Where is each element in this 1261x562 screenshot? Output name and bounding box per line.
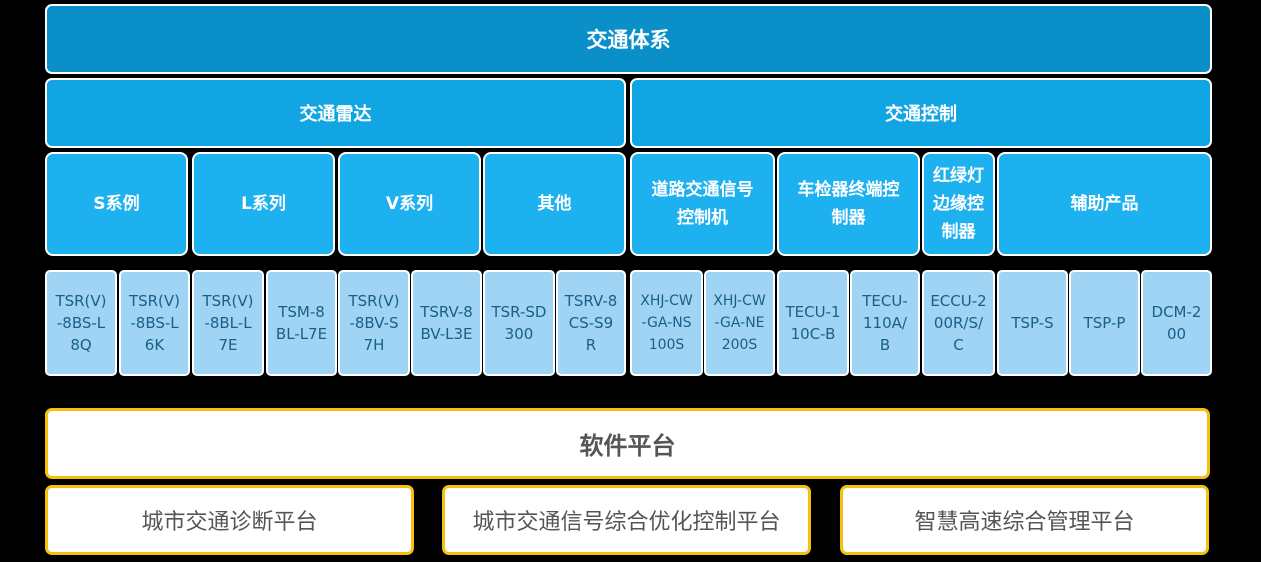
platform-signal-optimization-control: 城市交通信号综合优化控制平台	[442, 485, 811, 555]
system-title: 交通体系	[45, 4, 1212, 74]
category-v-series: V系列	[338, 152, 481, 256]
category-auxiliary-products: 辅助产品	[997, 152, 1212, 256]
product-item: TSR(V)-8BL-L7E	[192, 270, 264, 376]
product-item: TSR(V)-8BS-L8Q	[45, 270, 117, 376]
category-signal-controller: 道路交通信号控制机	[630, 152, 775, 256]
product-item: TSRV-8CS-S9R	[556, 270, 626, 376]
product-item: TSM-8BL-L7E	[266, 270, 337, 376]
system-title-text: 交通体系	[586, 28, 671, 52]
category-s-series: S系例	[45, 152, 188, 256]
group-title: 交通雷达	[299, 104, 372, 125]
group-title: 交通控制	[885, 104, 957, 125]
platform-urban-traffic-diagnosis: 城市交通诊断平台	[45, 485, 414, 555]
platform-smart-highway-management: 智慧高速综合管理平台	[840, 485, 1209, 555]
product-item: ECCU-200R/S/C	[922, 270, 995, 376]
category-other: 其他	[483, 152, 626, 256]
product-item: TSRV-8BV-L3E	[411, 270, 482, 376]
product-item: TSP-S	[997, 270, 1068, 376]
group-traffic-control: 交通控制	[630, 78, 1212, 148]
product-item: TECU-110C-B	[777, 270, 849, 376]
product-item: DCM-200	[1141, 270, 1212, 376]
product-item: TSR(V)-8BV-S7H	[338, 270, 410, 376]
software-platform-title: 软件平台	[45, 408, 1210, 479]
category-traffic-light-edge-controller: 红绿灯边缘控制器	[922, 152, 995, 256]
product-item: TSR(V)-8BS-L6K	[119, 270, 190, 376]
group-traffic-radar: 交通雷达	[45, 78, 626, 148]
product-item: TSR-SD300	[483, 270, 555, 376]
category-l-series: L系列	[192, 152, 335, 256]
product-item: TECU-110A/B	[850, 270, 920, 376]
product-item: XHJ-CW-GA-NE200S	[704, 270, 775, 376]
product-item: TSP-P	[1069, 270, 1140, 376]
category-detector-terminal-controller: 车检器终端控制器	[777, 152, 920, 256]
product-item: XHJ-CW-GA-NS100S	[630, 270, 703, 376]
